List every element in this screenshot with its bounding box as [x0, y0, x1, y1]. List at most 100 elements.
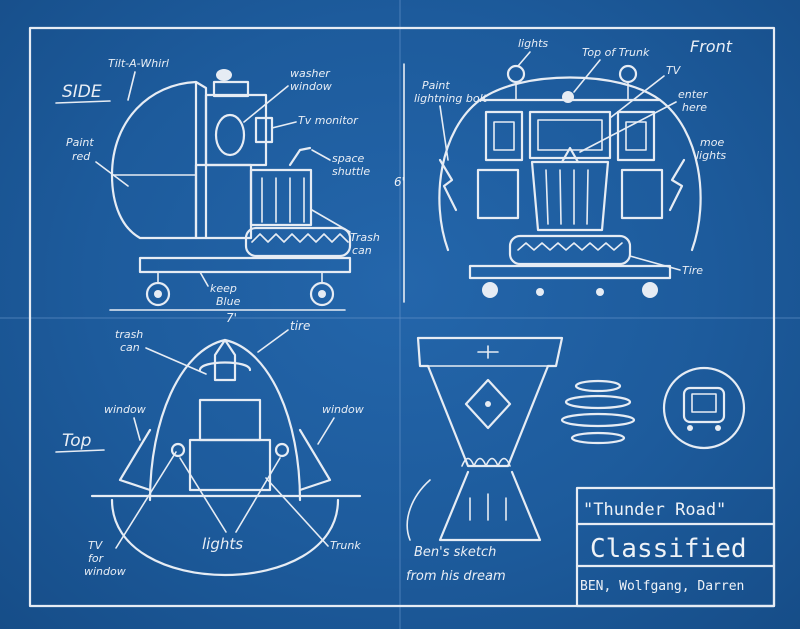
leader-tv-monitor	[271, 121, 297, 129]
dream-hourglass-bottom	[438, 470, 542, 542]
dream-ring	[564, 394, 632, 410]
label-more-lights-1: moe	[700, 136, 724, 149]
front-can-rib	[559, 169, 562, 225]
side-body	[194, 163, 253, 240]
side-view: SIDE 7' Tilt-A-Whirl	[55, 57, 380, 325]
leader-front-lights	[517, 51, 531, 67]
authors: BEN, Wolfgang, Darren	[580, 579, 744, 594]
leader-washer	[243, 85, 289, 123]
label-enter-2: here	[682, 101, 707, 114]
top-window-right	[298, 428, 332, 492]
label-trunk: Trunk	[330, 539, 361, 552]
dream-ring	[570, 431, 626, 445]
top-dome	[148, 338, 302, 502]
leader-trunk	[265, 477, 329, 547]
top-view-title: Top	[62, 431, 92, 451]
label-window-right: window	[322, 403, 364, 416]
label-paint-red-1: Paint	[66, 136, 94, 149]
label-tv-for-window-1: TV	[88, 539, 104, 552]
dream-sketch: Ben's sketch from his dream	[406, 336, 746, 584]
top-tv	[198, 398, 262, 442]
dream-diamond-icon	[464, 378, 512, 430]
classification-status: Classified	[590, 534, 747, 564]
side-tire	[244, 226, 352, 258]
dream-hourglass-top	[416, 336, 564, 468]
leader-top-lights-left	[179, 457, 227, 533]
dream-caption-2: from his dream	[406, 569, 506, 584]
top-trunk-box	[188, 438, 272, 492]
front-top-knob-icon	[562, 91, 574, 103]
side-dome	[110, 80, 198, 240]
label-tire: Tire	[682, 264, 703, 277]
label-front-lights: lights	[518, 37, 548, 50]
front-bolt-right-icon	[668, 158, 686, 212]
label-shuttle-1: space	[332, 152, 365, 165]
top-shuttle	[213, 338, 237, 382]
top-window-left	[118, 428, 152, 492]
side-wheel-hub	[154, 290, 162, 298]
dream-pod-screen	[691, 393, 717, 413]
label-window-left: window	[104, 403, 146, 416]
front-panel-left	[484, 110, 524, 162]
side-light-icon	[216, 69, 232, 81]
label-trash-1: Trash	[350, 231, 380, 244]
leader-top-trunk	[573, 59, 601, 93]
dream-diamond-dot	[485, 401, 491, 407]
dream-ring	[574, 379, 622, 393]
front-view-title: Front	[690, 37, 733, 56]
label-keep-1: keep	[210, 282, 237, 295]
leader-tv-for-window	[115, 451, 177, 549]
top-view: Top trash can tire window window TV for …	[55, 319, 364, 578]
side-dome-edge	[194, 80, 208, 240]
label-more-lights-2: lights	[696, 149, 726, 162]
front-enter-hatch	[560, 146, 580, 164]
leader-trash	[311, 209, 351, 233]
front-wheel-icon	[536, 288, 544, 296]
front-tire-tread	[517, 242, 623, 251]
front-box-right	[620, 168, 664, 220]
leader-shuttle	[311, 149, 331, 161]
leader-tv	[609, 75, 665, 119]
leader-window-left	[133, 417, 141, 441]
label-top-trash-2: can	[120, 341, 140, 354]
leader-tilt	[127, 71, 136, 101]
label-tilt-a-whirl: Tilt-A-Whirl	[108, 57, 169, 70]
front-dimension: 6'	[394, 175, 405, 189]
dream-caption-1: Ben's sketch	[414, 545, 496, 560]
front-wheel-icon	[482, 282, 498, 298]
front-view: 6' Front	[394, 37, 733, 303]
dream-porthole	[662, 366, 746, 450]
top-light-left-icon	[170, 442, 186, 458]
front-base	[468, 264, 672, 280]
label-trash-2: can	[352, 244, 372, 257]
label-washer-1: washer	[290, 67, 331, 80]
front-can-rib	[586, 169, 589, 225]
label-tv-for-window-2: for	[88, 552, 105, 565]
side-view-title: SIDE	[62, 82, 102, 102]
leader-enter	[579, 101, 677, 153]
label-enter-1: enter	[678, 88, 709, 101]
front-trash-can	[530, 160, 610, 232]
project-name: "Thunder Road"	[583, 500, 726, 520]
side-tire-tread	[251, 233, 349, 243]
label-top-tire: tire	[290, 319, 310, 333]
dream-pod-wheel	[687, 425, 693, 431]
front-panel-right	[616, 110, 656, 162]
leader-paint-red	[95, 161, 129, 187]
top-light-right-icon	[274, 442, 290, 458]
side-trash-can	[249, 168, 313, 227]
dream-pod	[682, 386, 726, 424]
leader-top-tire	[257, 329, 289, 353]
dream-pod-wheel	[715, 425, 721, 431]
side-tv-monitor	[254, 116, 274, 144]
label-tv: TV	[666, 64, 682, 77]
leader-top-lights-right	[235, 457, 281, 533]
label-top-lights: lights	[202, 535, 243, 553]
label-tv-monitor: Tv monitor	[298, 114, 359, 127]
top-title-underline	[55, 449, 105, 453]
label-washer-2: window	[290, 80, 332, 93]
leader-window-right	[317, 417, 335, 445]
front-wheel-icon	[596, 288, 604, 296]
